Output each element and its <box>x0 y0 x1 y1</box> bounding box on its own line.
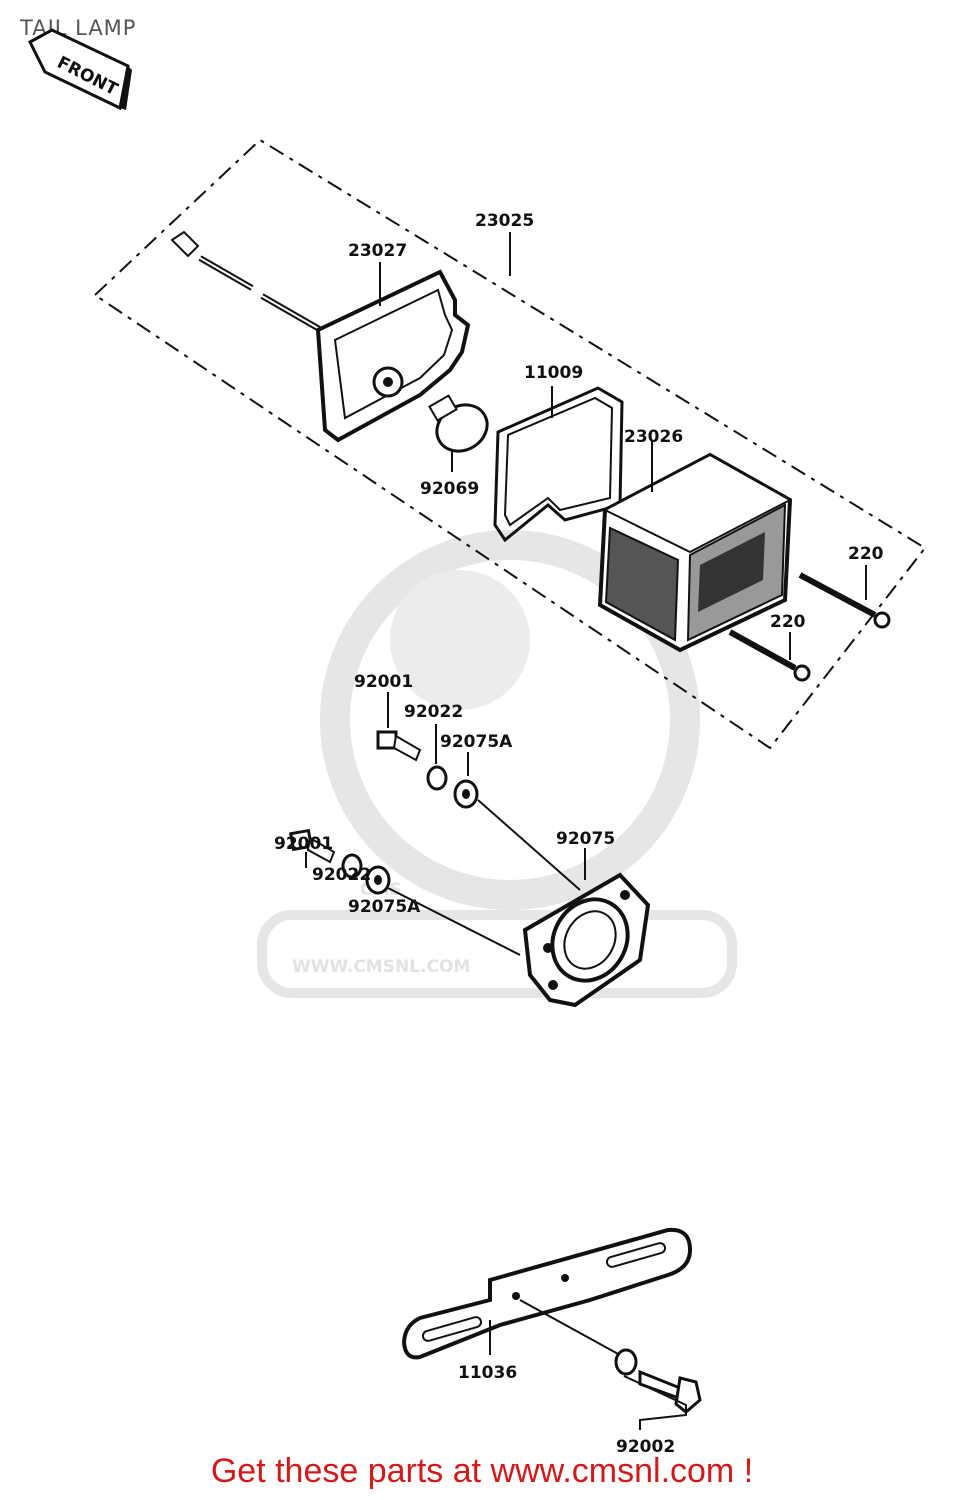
license-bracket-11036 <box>401 1227 693 1360</box>
part-label-220-lower: 220 <box>770 612 806 632</box>
part-label-220-upper: 220 <box>848 544 884 564</box>
footer-link[interactable]: Get these parts at www.cmsnl.com ! <box>210 1452 754 1490</box>
watermark-url: WWW.CMSNL.COM <box>292 957 470 977</box>
part-label-92075A-upper: 92075A <box>440 732 513 752</box>
front-arrow-icon: FRONT <box>28 28 132 111</box>
assembly-boundary <box>93 138 927 750</box>
bulb-92069 <box>428 394 489 472</box>
part-label-23025: 23025 <box>475 211 534 231</box>
lens-23026 <box>597 440 793 653</box>
bolt-92002 <box>614 1348 702 1430</box>
fastener-set-upper <box>376 692 581 891</box>
watermark: CMS WWW.CMSNL.COM <box>257 530 737 998</box>
part-label-92022-upper: 92022 <box>404 702 463 722</box>
screw-220-lower <box>728 629 811 682</box>
mounting-plate-92075 <box>522 848 651 1008</box>
part-label-11009: 11009 <box>524 363 583 383</box>
screw-220-upper <box>798 565 891 629</box>
part-label-92002: 92002 <box>616 1437 675 1457</box>
part-label-23027: 23027 <box>348 241 407 261</box>
part-label-11036: 11036 <box>458 1363 517 1383</box>
part-label-92075: 92075 <box>556 829 615 849</box>
fastener-set-lower <box>289 828 521 956</box>
wire-connector <box>170 230 330 337</box>
part-label-92001-lower: 92001 <box>274 834 333 854</box>
gasket-11009 <box>493 386 624 543</box>
part-label-92069: 92069 <box>420 479 479 499</box>
part-label-23026: 23026 <box>624 427 683 447</box>
part-label-92022-lower: 92022 <box>312 865 371 885</box>
lamp-base-23027 <box>315 269 471 443</box>
part-label-92075A-lower: 92075A <box>348 897 421 917</box>
part-label-92001-upper: 92001 <box>354 672 413 692</box>
